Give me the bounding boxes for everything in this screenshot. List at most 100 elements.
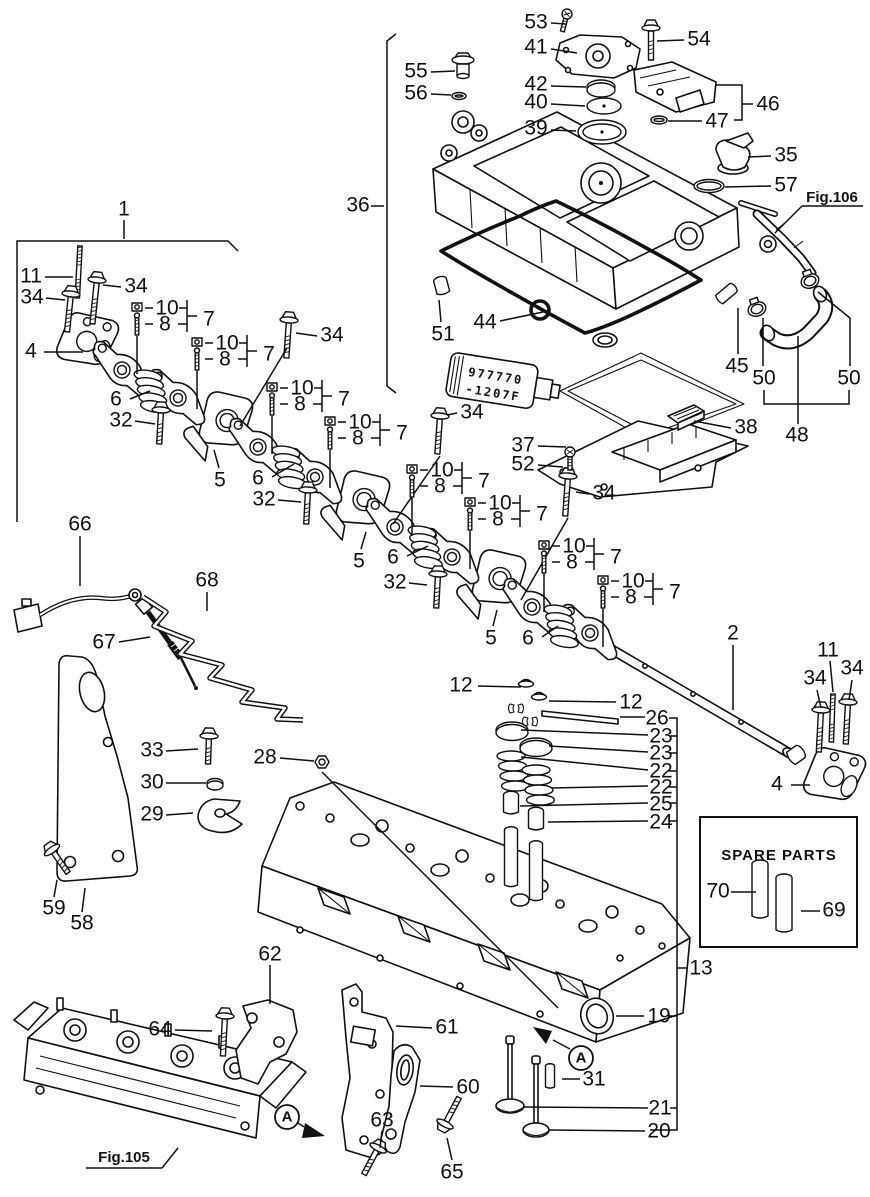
shaft-bushing: [785, 744, 806, 766]
nut-28: [314, 755, 330, 769]
callout-7: 7: [338, 388, 350, 411]
valve-cap-12: [530, 691, 548, 701]
leader-line: [550, 22, 567, 25]
valve-collet: [521, 716, 539, 727]
solenoid-46: [633, 61, 717, 113]
leader-line: [547, 820, 649, 823]
sensor-wire-66: [13, 588, 142, 633]
callout-58: 58: [70, 912, 93, 935]
stay-plate-60: [380, 1043, 421, 1155]
leader-line: [477, 685, 522, 688]
callout-28: 28: [253, 746, 276, 769]
callout-36: 36: [346, 194, 369, 217]
view-arrow: [302, 1123, 325, 1138]
spare-guide-70: [751, 859, 769, 919]
callout-59: 59: [42, 897, 65, 920]
breather-hose-48: [759, 285, 834, 350]
callout-23: 23: [649, 725, 672, 748]
connector-strip-68: [141, 594, 304, 723]
callout-8: 8: [625, 586, 637, 609]
leader-line: [519, 802, 649, 807]
callout-5: 5: [485, 627, 497, 650]
callout-5: 5: [214, 469, 226, 492]
callout-68: 68: [195, 569, 218, 592]
adjuster-screw-icon: [326, 426, 334, 450]
bolt-65: [436, 1095, 462, 1134]
callout-2: 2: [727, 622, 739, 645]
disc-40: [586, 97, 622, 115]
seal-42: [586, 79, 616, 98]
callout-6: 6: [252, 467, 264, 490]
clamp-29: [197, 798, 243, 834]
callout-34: 34: [803, 667, 827, 690]
screw-52: [564, 446, 576, 471]
callout-12: 12: [449, 674, 472, 697]
adjuster-nut-icon: [324, 416, 336, 426]
leader-line: [379, 1130, 383, 1149]
callout-65: 65: [440, 1161, 463, 1184]
plug-55: [451, 52, 475, 80]
adjuster-set: 108 7: [597, 570, 681, 647]
callout-8: 8: [159, 313, 171, 336]
callout-8: 8: [294, 393, 306, 416]
callout-66: 66: [68, 513, 91, 536]
oring-57: [693, 178, 725, 194]
callout-6: 6: [387, 546, 399, 569]
leader-line: [548, 745, 649, 753]
rocker-support-5: [183, 391, 254, 462]
stud-11: [74, 245, 83, 299]
callout-10: 10: [348, 411, 371, 434]
leader-line: [550, 48, 578, 54]
callout-8: 8: [434, 475, 446, 498]
bolt-64: [215, 1007, 235, 1057]
leader-line: [724, 185, 772, 188]
valve-cap-12: [517, 678, 535, 688]
callout-67: 67: [92, 631, 115, 654]
valve-spring-22: [496, 750, 531, 792]
bracket-58: [56, 654, 139, 882]
leader-line: [520, 756, 649, 771]
callout-70: 70: [706, 880, 729, 903]
leader-line: [499, 311, 544, 322]
nipple-45: [714, 282, 738, 305]
leader-line: [430, 93, 452, 96]
leader-line: [817, 291, 851, 366]
callout-7: 7: [203, 308, 215, 331]
leader-line: [213, 449, 220, 469]
view-marker-a: A: [274, 1104, 325, 1138]
callout-45: 45: [725, 355, 748, 378]
callout-10: 10: [621, 570, 644, 593]
callout-56: 56: [404, 82, 427, 105]
fig105-label: Fig.105: [98, 1149, 150, 1166]
callout-23: 23: [649, 742, 672, 765]
callout-13: 13: [689, 957, 712, 980]
breather-plate-41: [555, 34, 641, 79]
intake-manifold-fig105: [13, 997, 307, 1139]
leader-line: [520, 729, 649, 736]
callout-7: 7: [669, 581, 681, 604]
callout-29: 29: [140, 803, 163, 826]
callout-32: 32: [383, 571, 406, 594]
cylinder-head-13: [257, 781, 691, 1043]
leader-line: [271, 463, 295, 478]
callout-31: 31: [582, 1068, 605, 1091]
leader-line: [45, 297, 66, 301]
callout-46: 46: [756, 93, 779, 116]
washer-30: [206, 777, 224, 791]
screw-53: [559, 8, 573, 33]
leader-line: [277, 499, 302, 503]
callout-6: 6: [110, 388, 122, 411]
leader-line: [656, 39, 685, 42]
callout-10: 10: [430, 459, 453, 482]
view-marker-letter: A: [576, 1050, 587, 1067]
callout-54: 54: [687, 28, 711, 51]
leader-line: [295, 332, 318, 337]
leader-line: [446, 1137, 453, 1161]
leader-line: [537, 464, 564, 468]
bolt-54: [641, 19, 661, 61]
